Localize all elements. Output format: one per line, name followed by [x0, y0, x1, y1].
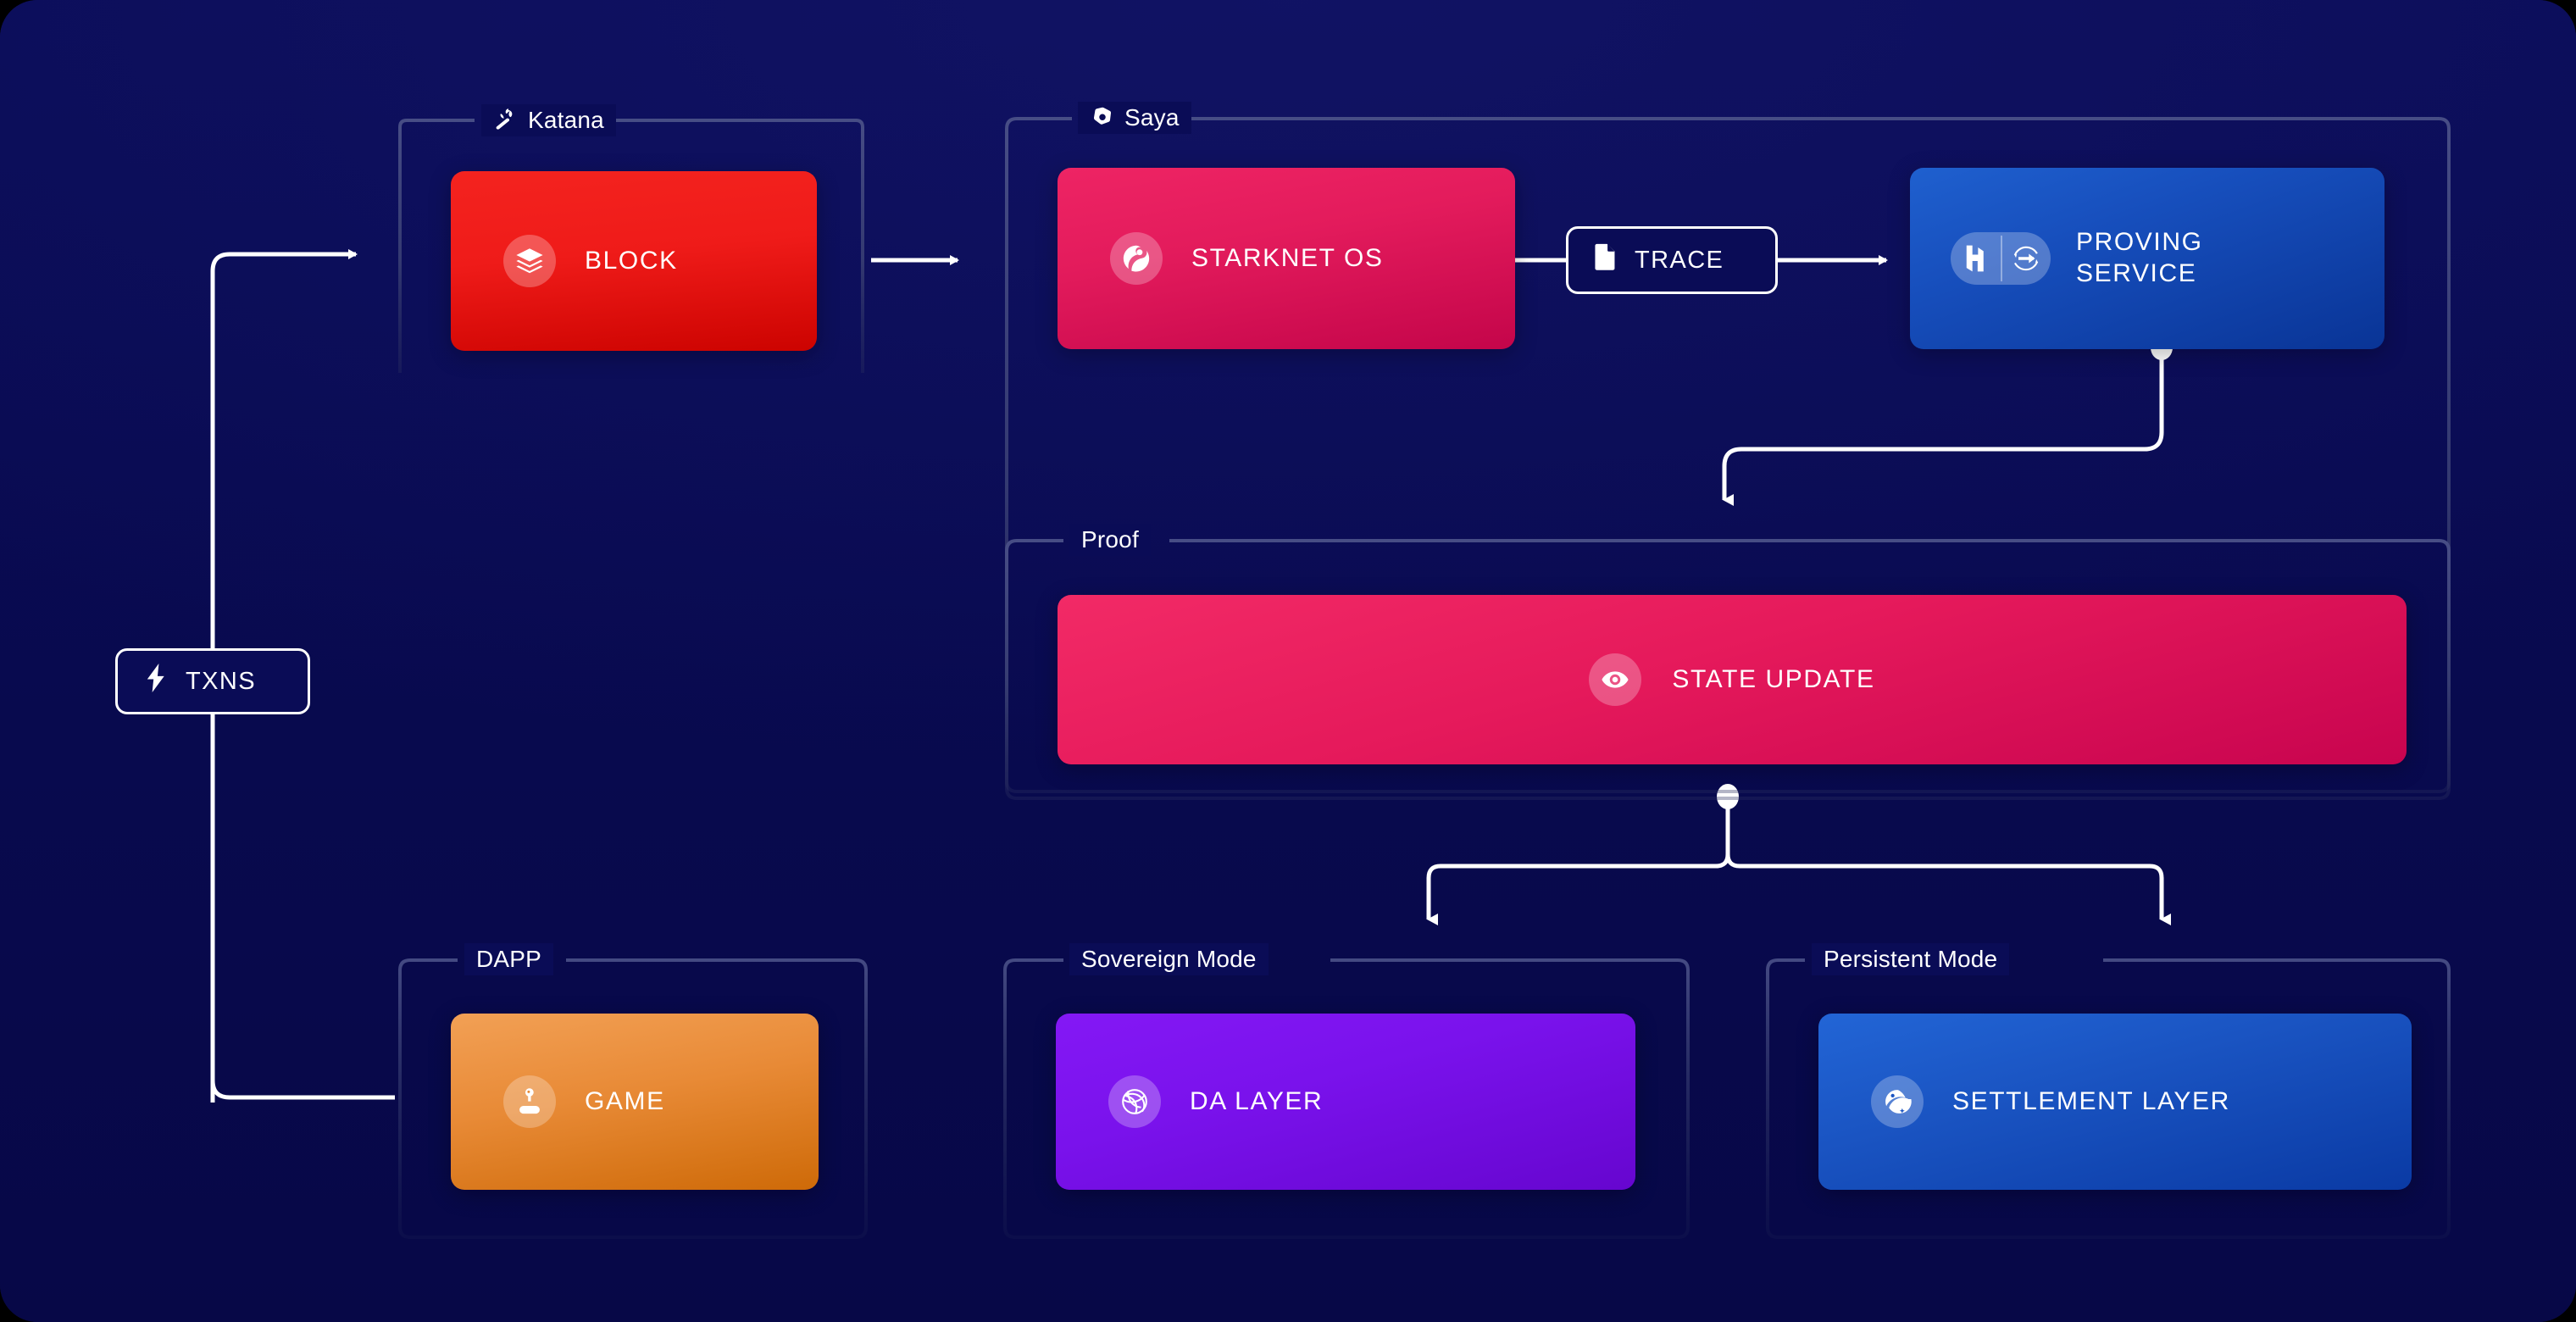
- panel-label-saya: Saya: [1078, 102, 1191, 134]
- celestia-globe-icon: [1108, 1075, 1161, 1128]
- document-icon: [1594, 242, 1618, 278]
- proving-providers-badge: [1951, 232, 2051, 285]
- starknet-fish-icon: [1871, 1075, 1924, 1128]
- settlement-layer-card[interactable]: SETTLEMENT LAYER: [1818, 1014, 2412, 1190]
- da-layer-card[interactable]: DA LAYER: [1056, 1014, 1635, 1190]
- panel-label-text: Proof: [1081, 526, 1139, 553]
- panel-label-text: DAPP: [476, 946, 542, 972]
- block-card[interactable]: BLOCK: [451, 171, 817, 351]
- badge-divider: [2001, 236, 2002, 281]
- katana-sprout-icon: [493, 108, 519, 133]
- txns-node[interactable]: TXNS: [115, 648, 310, 714]
- txns-label: TXNS: [186, 667, 256, 695]
- da-layer-label: DA LAYER: [1190, 1086, 1324, 1115]
- starknet-os-label: STARKNET OS: [1191, 243, 1384, 272]
- panel-label-text: Katana: [528, 107, 604, 133]
- starknet-os-card[interactable]: STARKNET OS: [1058, 168, 1515, 349]
- trace-label: TRACE: [1635, 246, 1724, 274]
- eye-icon: [1589, 653, 1642, 706]
- lightning-bolt-icon: [143, 664, 169, 699]
- panel-label-text: Saya: [1124, 104, 1180, 131]
- settlement-layer-label: SETTLEMENT LAYER: [1952, 1086, 2230, 1115]
- panel-label-text: Sovereign Mode: [1081, 946, 1257, 972]
- panel-label-katana: Katana: [481, 104, 616, 136]
- panel-label-persistent: Persistent Mode: [1812, 943, 2010, 975]
- game-card[interactable]: GAME: [451, 1014, 819, 1190]
- block-label: BLOCK: [585, 246, 678, 275]
- layers-stack-icon: [503, 235, 556, 287]
- panel-label-sovereign: Sovereign Mode: [1069, 943, 1269, 975]
- game-label: GAME: [585, 1086, 665, 1115]
- panel-label-text: Persistent Mode: [1824, 946, 1998, 972]
- state-update-card[interactable]: STATE UPDATE: [1058, 595, 2407, 764]
- joystick-icon: [503, 1075, 556, 1128]
- state-update-label: STATE UPDATE: [1672, 664, 1875, 693]
- saya-cube-icon: [1090, 105, 1115, 131]
- herodotus-icon: [1951, 232, 2001, 285]
- atlantic-compass-icon: [2001, 232, 2051, 285]
- starknet-icon: [1110, 232, 1163, 285]
- panel-label-proof: Proof: [1069, 524, 1151, 556]
- trace-node[interactable]: TRACE: [1566, 226, 1778, 294]
- panel-label-dapp: DAPP: [464, 943, 554, 975]
